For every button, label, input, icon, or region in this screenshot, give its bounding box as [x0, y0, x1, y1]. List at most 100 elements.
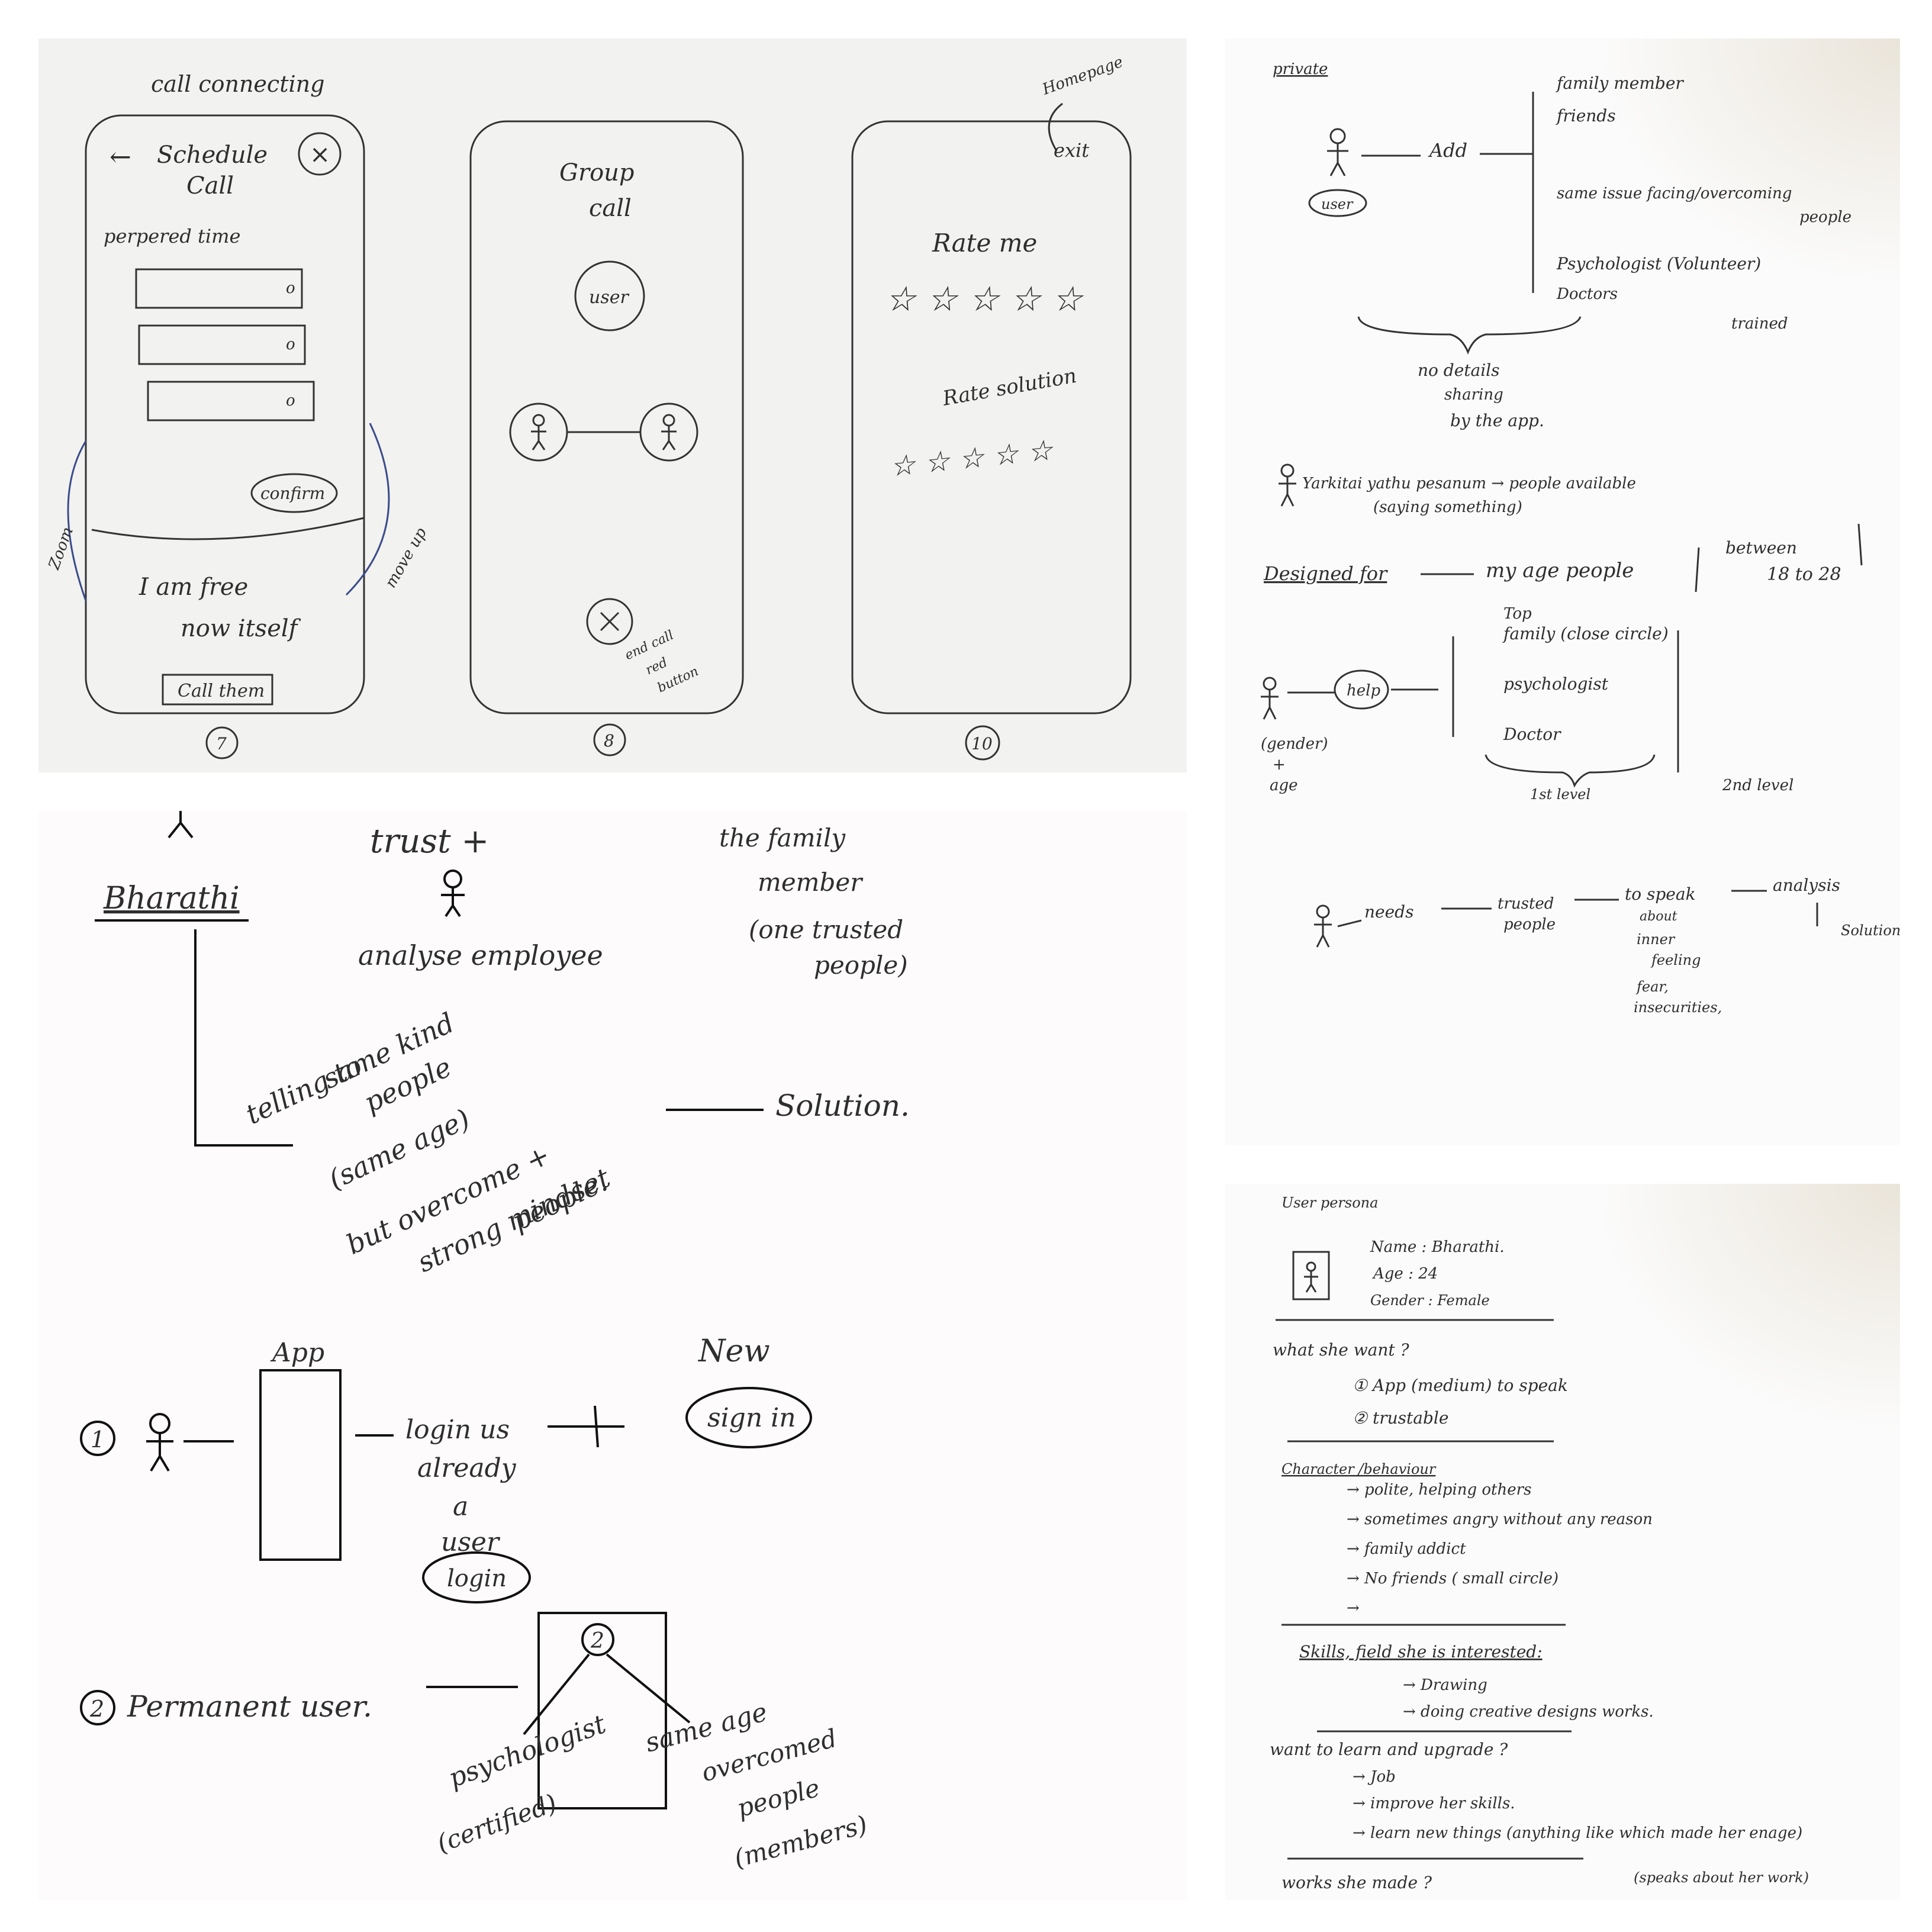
my-age-people: my age people: [1486, 559, 1634, 582]
rate-solution-stars[interactable]: ☆ ☆ ☆ ☆ ☆: [888, 433, 1055, 484]
login-button[interactable]: [422, 1551, 531, 1603]
stick-figure-icon: [441, 870, 465, 917]
trusted-label-2: people: [1503, 916, 1556, 933]
gender-label: (gender): [1261, 735, 1328, 753]
free-now-line2: now itself: [181, 615, 301, 642]
works-heading: works she made ?: [1281, 1873, 1432, 1892]
stick-figure-icon: [531, 414, 546, 450]
persona-name: Bharathi: [103, 881, 240, 916]
tree-branch: [523, 1653, 590, 1735]
rate-me-label: Rate me: [932, 228, 1037, 257]
call-them-label: Call them: [178, 681, 265, 701]
bracket: [1857, 523, 1863, 566]
screen-title-2: call: [589, 195, 632, 222]
analyse-employee: analyse employee: [358, 939, 603, 971]
solution: Solution: [1841, 922, 1900, 939]
second-level: 2nd level: [1722, 777, 1793, 794]
user-avatar: [574, 260, 645, 331]
want-2: ② trustable: [1353, 1408, 1448, 1428]
private-heading: private: [1273, 60, 1328, 78]
level-family: family (close circle): [1502, 624, 1669, 643]
app-label: App: [270, 1338, 324, 1368]
user-label: user: [1321, 196, 1354, 212]
target-people: people: [1799, 208, 1852, 226]
about: about: [1640, 909, 1677, 924]
end-call-x: [600, 611, 620, 632]
stick-figure-icon: [146, 1413, 173, 1472]
step-2-badge: [80, 1690, 115, 1725]
no-details: no details: [1418, 360, 1500, 380]
phone-frame: [85, 114, 365, 714]
between: between: [1725, 538, 1797, 558]
screen-number: 8: [604, 731, 614, 751]
certified-label: (certified): [433, 1788, 561, 1858]
target-same-issue: same issue facing/overcoming: [1557, 185, 1792, 202]
persona-header: User persona: [1281, 1194, 1378, 1211]
persona-gender: Gender : Female: [1370, 1292, 1490, 1309]
permanent-user: Permanent user.: [127, 1689, 372, 1724]
family-member-3: (one trusted: [749, 915, 903, 944]
no-details-2: sharing: [1444, 386, 1503, 404]
close-icon[interactable]: [298, 132, 342, 176]
login-text-2: already: [417, 1453, 517, 1483]
phone-frame: [469, 120, 744, 714]
call-connecting-note: call connecting: [151, 71, 324, 97]
stick-figure-icon: [168, 811, 194, 839]
mindmap-panel: Bharathi trust + analyse employee the fa…: [38, 811, 1187, 1900]
rate-me-stars[interactable]: ☆ ☆ ☆ ☆ ☆: [885, 279, 1084, 319]
rate-solution-label: Rate solution: [941, 364, 1078, 411]
character-heading: Character /behaviour: [1281, 1461, 1437, 1477]
saying-sub: (saying something): [1373, 498, 1522, 516]
connector: [194, 929, 293, 1147]
skills-heading: Skills, field she is interested:: [1299, 1642, 1543, 1661]
user-bubble: [1308, 189, 1367, 217]
stick-figure-icon: [1261, 677, 1279, 720]
first-level: 1st level: [1530, 786, 1590, 803]
move-up-arrow: [345, 423, 390, 596]
time-slot-3[interactable]: [147, 381, 315, 421]
to-speak: to speak: [1625, 884, 1696, 904]
age-range: 18 to 28: [1767, 564, 1841, 585]
time-slot-2[interactable]: [138, 324, 306, 365]
box-badge: [581, 1623, 614, 1656]
learn-2: → improve her skills.: [1353, 1795, 1515, 1812]
screen-number: 10: [971, 734, 993, 754]
target-trained: trained: [1731, 315, 1788, 333]
screen-title: Schedule: [157, 141, 268, 169]
confirm-button[interactable]: [250, 473, 338, 513]
screen-8-group-call: Group call user end call red button 8: [469, 120, 744, 756]
time-slot-1[interactable]: [135, 268, 303, 309]
sign-in-button[interactable]: [685, 1387, 812, 1448]
end-call-button[interactable]: [586, 598, 633, 645]
screen-title-2: Call: [186, 172, 234, 199]
no-details-3: by the app.: [1450, 411, 1544, 430]
family-member-2: member: [758, 868, 864, 897]
back-arrow-icon[interactable]: ←: [110, 142, 131, 172]
stick-figure-icon: [661, 414, 677, 450]
target-psychologist: Psychologist (Volunteer): [1556, 254, 1761, 273]
slot-radio-1: o: [286, 279, 295, 297]
screen-number-badge: [205, 726, 239, 759]
fear: fear,: [1635, 978, 1669, 995]
screen-number-badge: [965, 725, 1000, 761]
stick-figure-icon: [1314, 904, 1332, 948]
target-friends: friends: [1556, 106, 1616, 125]
family-member-4: people): [814, 951, 908, 980]
stick-figure-icon: [1327, 128, 1348, 176]
screen-number-badge: [593, 723, 626, 756]
feeling: feeling: [1650, 952, 1701, 968]
stick-figure-icon: [1279, 463, 1296, 507]
screen-title: Group: [559, 159, 635, 186]
level-psychologist: psychologist: [1503, 674, 1609, 694]
phone-frame: [851, 120, 1132, 714]
free-now-line1: I am free: [139, 574, 248, 601]
help-bubble: [1334, 669, 1389, 710]
psychologist-label: psychologist: [445, 1709, 610, 1793]
exit-link[interactable]: exit: [1054, 139, 1089, 162]
age-label: age: [1270, 777, 1298, 794]
learn-heading: want to learn and upgrade ?: [1270, 1740, 1508, 1759]
character-2: → sometimes angry without any reason: [1347, 1511, 1653, 1528]
call-them-button[interactable]: [162, 674, 273, 706]
trusted-label: trusted: [1498, 895, 1554, 913]
add-label: Add: [1428, 139, 1467, 162]
